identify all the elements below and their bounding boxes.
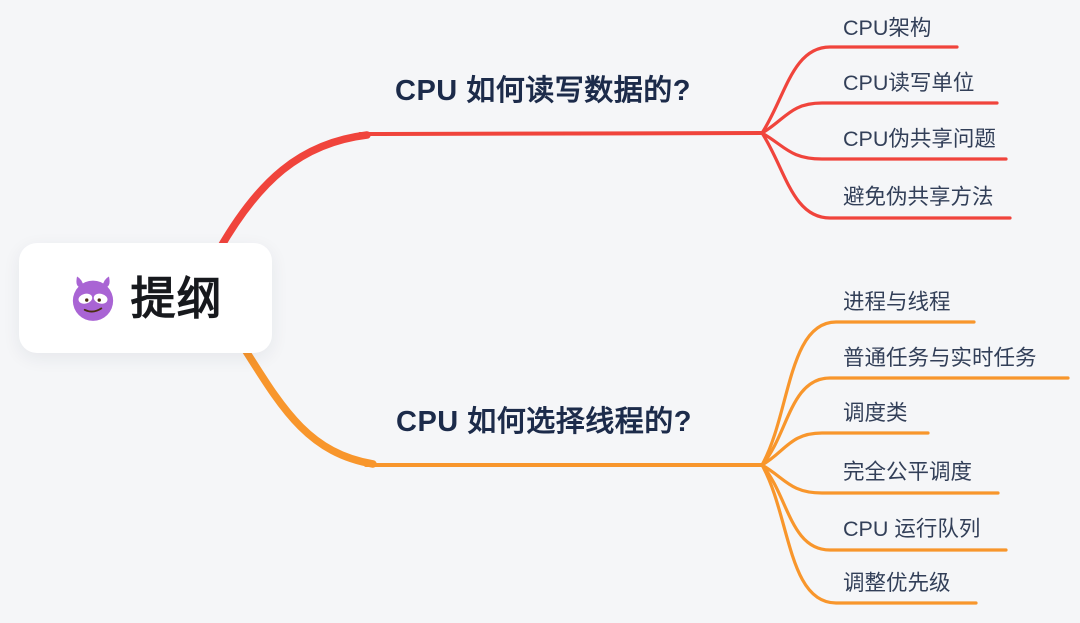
connector-false-sharing [760,131,1008,161]
branch-line-top-curve [215,131,371,254]
child-topic-priority[interactable]: 调整优先级 [843,571,951,595]
devil-emoji-icon [73,276,114,321]
connector-sched-class [760,431,930,467]
connector-avoid-false-sharing [760,131,1012,220]
branch-line-top-horizontal [358,131,764,136]
root-node-label: 提纲 [130,272,223,324]
branch-label-how-cpu-picks-threads[interactable]: CPU 如何选择线程的? [396,406,693,438]
connector-cpu-arch [760,45,959,135]
connector-priority [760,463,978,605]
child-topic-cpu-rw-unit[interactable]: CPU读写单位 [843,71,975,95]
child-topic-avoid-false-sharing[interactable]: 避免伪共享方法 [843,185,994,209]
child-topic-cpu-arch[interactable]: CPU架构 [843,16,932,40]
child-topic-false-sharing[interactable]: CPU伪共享问题 [843,127,996,151]
child-topic-cfs[interactable]: 完全公平调度 [843,460,973,484]
connector-normal-realtime [760,376,1070,467]
connector-cpu-rw-unit [760,101,999,135]
branch-line-bottom-curve [240,344,377,468]
child-topic-normal-realtime[interactable]: 普通任务与实时任务 [843,346,1037,370]
connector-process-thread [760,320,976,467]
branch-label-how-cpu-reads-writes[interactable]: CPU 如何读写数据的? [395,75,692,107]
child-topic-process-thread[interactable]: 进程与线程 [843,290,951,314]
child-topic-sched-class[interactable]: 调度类 [843,401,908,425]
connector-run-queue [760,463,1008,552]
root-node[interactable]: 提纲 [19,243,272,353]
connector-cfs [760,463,1000,495]
child-topic-run-queue[interactable]: CPU 运行队列 [843,517,981,541]
